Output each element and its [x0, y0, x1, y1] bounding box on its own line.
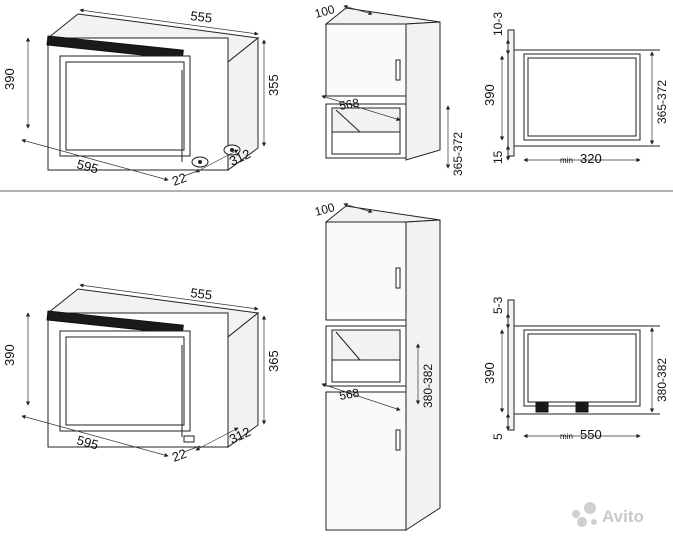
cabinet-top-opening-height: 365-372 [451, 132, 465, 176]
cabinet-bottom-opening-width: 568 [338, 386, 360, 403]
oven-perspective-bottom [46, 288, 260, 448]
cabinet-top-dimensions [321, 4, 451, 169]
oven-bottom-width-front: 595 [75, 432, 100, 452]
oven-top-height-right: 355 [266, 74, 281, 96]
oven-bottom-width-depth: 555 [190, 285, 213, 303]
cabinet-perspective-top [324, 7, 441, 161]
watermark-dot-icon [572, 510, 580, 518]
oven-top-dimensions [21, 8, 267, 182]
section-top-bottom: 15 [491, 150, 505, 164]
section-view-bottom [507, 299, 660, 431]
watermark-dot-icon [577, 517, 587, 527]
oven-top-width-depth: 555 [190, 8, 213, 26]
watermark-dot-icon [584, 502, 596, 514]
cabinet-top-depth: 100 [313, 2, 336, 21]
oven-top-width-front: 595 [75, 156, 100, 176]
oven-bottom-dimensions [21, 283, 267, 458]
section-view-top [507, 29, 660, 157]
section-top-min-depth: 320 [580, 151, 602, 166]
section-bottom-opening-height: 380-382 [655, 358, 669, 402]
watermark-label: Avito [602, 507, 644, 526]
section-top-dimensions [499, 39, 655, 163]
section-top-opening-height: 365-372 [655, 80, 669, 124]
section-bottom-gap: 5-3 [491, 296, 505, 314]
section-top-height: 390 [482, 84, 497, 106]
section-top-gap: 10-3 [491, 12, 505, 36]
oven-top-foot: 22 [170, 170, 189, 189]
oven-bottom-height-right: 365 [266, 350, 281, 372]
section-bottom-min-depth: 550 [580, 427, 602, 442]
cabinet-bottom-top-depth: 100 [313, 200, 336, 219]
section-bottom-dimensions [499, 313, 655, 439]
section-bottom-min-prefix: min [560, 432, 573, 441]
section-bottom-height: 390 [482, 362, 497, 384]
cabinet-perspective-bottom [324, 205, 441, 531]
oven-perspective-top [46, 13, 260, 171]
watermark-dot-icon [591, 519, 597, 525]
section-bottom-bottom: 5 [491, 433, 505, 440]
oven-bottom-height-left: 390 [2, 344, 17, 366]
avito-watermark: Avito [572, 502, 644, 527]
section-top-min-prefix: min [560, 156, 573, 165]
oven-top-height-left: 390 [2, 68, 17, 90]
cabinet-top-opening-width: 568 [338, 96, 360, 113]
cabinet-bottom-opening-height: 380-382 [421, 364, 435, 408]
oven-bottom-foot: 22 [170, 446, 189, 465]
cabinet-bottom-dimensions [321, 202, 421, 411]
